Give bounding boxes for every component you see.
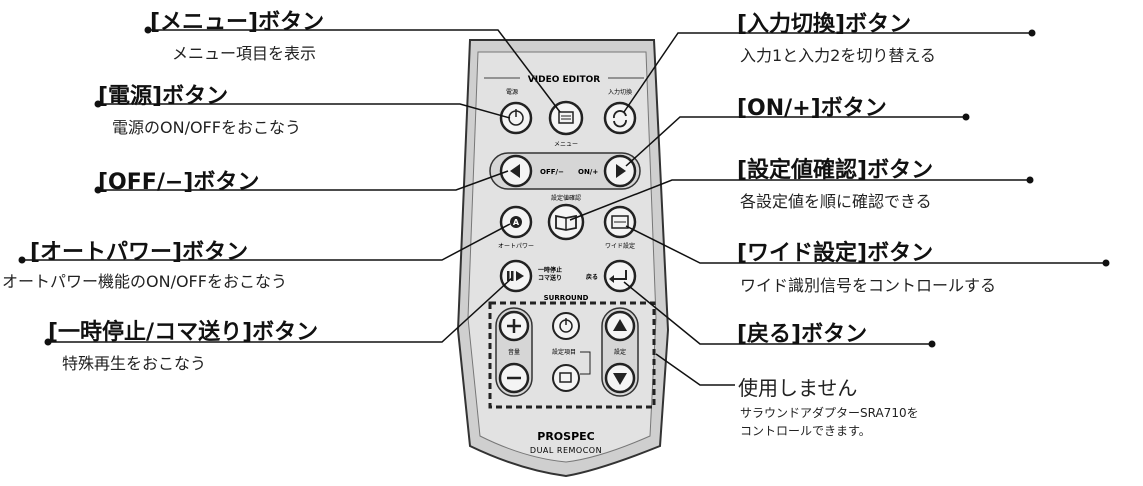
settings-check-button[interactable] (547, 203, 585, 241)
off-minus-button[interactable] (499, 154, 533, 188)
remote-label-back: 戻る (585, 273, 598, 281)
remote-label-settings-check: 設定値確認 (551, 194, 581, 202)
volume-down-button (498, 362, 530, 394)
remote-label-wide: ワイド設定 (605, 242, 635, 250)
callout-off-title: [OFF/−]ボタン (98, 170, 260, 195)
callout-on-title: [ON/+]ボタン (737, 96, 887, 121)
remote-label-input: 入力切換 (608, 88, 632, 96)
callout-pause-title: [一時停止/コマ送り]ボタン (48, 320, 319, 345)
remote-label-setting-item: 設定項目 (552, 348, 576, 356)
setting-up-button (604, 310, 636, 342)
remote-label-auto-power: オートパワー (498, 243, 534, 250)
surround-section-box (488, 301, 656, 409)
surround-power-button (552, 312, 580, 340)
remote-brand: PROSPEC (537, 430, 594, 443)
volume-up-button (498, 310, 530, 342)
remote-label-surround: SURROUND (544, 294, 589, 302)
setting-item-button (552, 364, 580, 392)
callout-settings-check-title: [設定値確認]ボタン (737, 158, 934, 183)
remote-subbrand: DUAL REMOCON (530, 446, 602, 455)
callout-unused-title: 使用しません (738, 376, 858, 400)
leader-dots (18, 26, 1110, 348)
svg-text:A: A (513, 218, 520, 227)
callout-back-title: [戻る]ボタン (737, 322, 868, 347)
callout-power-desc: 電源のON/OFFをおこなう (112, 118, 301, 137)
callout-input-title: [入力切換]ボタン (737, 12, 912, 37)
remote-label-power: 電源 (506, 88, 518, 96)
wide-setting-button[interactable] (603, 205, 637, 239)
remote-header: VIDEO EDITOR (528, 75, 600, 85)
auto-power-button[interactable]: A (499, 205, 533, 239)
remote-label-off: OFF/− (540, 168, 564, 176)
callout-input-desc: 入力1と入力2を切り替える (740, 46, 936, 65)
callout-auto-power-title: [オートパワー]ボタン (30, 240, 249, 265)
callout-wide-title: [ワイド設定]ボタン (737, 241, 934, 266)
menu-button[interactable] (548, 100, 584, 136)
callout-unused-desc-1: サラウンドアダプターSRA710を (740, 406, 919, 420)
callout-menu-desc: メニュー項目を表示 (172, 44, 317, 63)
callout-settings-check-desc: 各設定値を順に確認できる (740, 192, 932, 211)
remote-label-on: ON/+ (578, 168, 598, 176)
callout-wide-desc: ワイド識別信号をコントロールする (740, 276, 997, 295)
back-button[interactable] (603, 259, 637, 293)
setting-down-button (604, 362, 636, 394)
callout-auto-power-desc: オートパワー機能のON/OFFをおこなう (2, 272, 287, 291)
callout-menu-title: [メニュー]ボタン (150, 10, 325, 35)
callout-unused-desc-2: コントロールできます。 (740, 424, 871, 438)
remote-label-menu: メニュー (554, 141, 578, 148)
pause-frame-advance-button[interactable] (499, 259, 533, 293)
callout-power-title: [電源]ボタン (98, 84, 229, 109)
on-plus-button[interactable] (603, 154, 637, 188)
input-switch-button[interactable] (603, 101, 637, 135)
remote-label-pause: 一時停止コマ送り (538, 266, 562, 282)
remote-label-volume: 音量 (508, 348, 520, 356)
power-button[interactable] (499, 101, 533, 135)
remote-label-setting: 設定 (614, 348, 626, 356)
leader-lines (22, 29, 1106, 386)
callout-pause-desc: 特殊再生をおこなう (62, 354, 207, 373)
